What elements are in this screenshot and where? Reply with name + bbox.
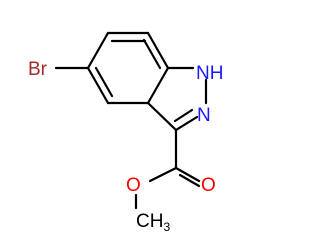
methyl-subscript: 3: [163, 220, 170, 234]
atom-methyl: CH3: [136, 211, 170, 234]
atom-bromine: Br: [28, 59, 48, 80]
bond-cester-ocarbonyl: [174, 166, 201, 183]
bond-c6-c5: [86, 66, 110, 105]
bond-c7-c6: [86, 31, 110, 70]
molecule-structure: Br NH N O O CH3: [28, 31, 223, 234]
bond-cester-ocarbonyl-double: [178, 173, 201, 188]
atom-n: N: [197, 105, 211, 126]
atom-ester-oxygen: O: [126, 175, 141, 196]
bond-c3a-c7a-inner: [142, 38, 162, 70]
bond-n-c3-inner: [173, 108, 194, 123]
bond-c4-c3a: [146, 66, 170, 105]
bond-c6-c5-inner: [94, 66, 114, 98]
methyl-ch: CH: [136, 211, 163, 232]
bond-c3a-c7a: [146, 31, 170, 70]
bond-c3-c3a: [146, 101, 178, 132]
bond-n-c3: [174, 115, 199, 132]
bond-cester-oester: [148, 166, 178, 183]
structure-canvas: Br NH N O O CH3: [28, 31, 224, 234]
atom-carbonyl-oxygen: O: [201, 175, 216, 196]
atom-nh: NH: [196, 63, 223, 84]
